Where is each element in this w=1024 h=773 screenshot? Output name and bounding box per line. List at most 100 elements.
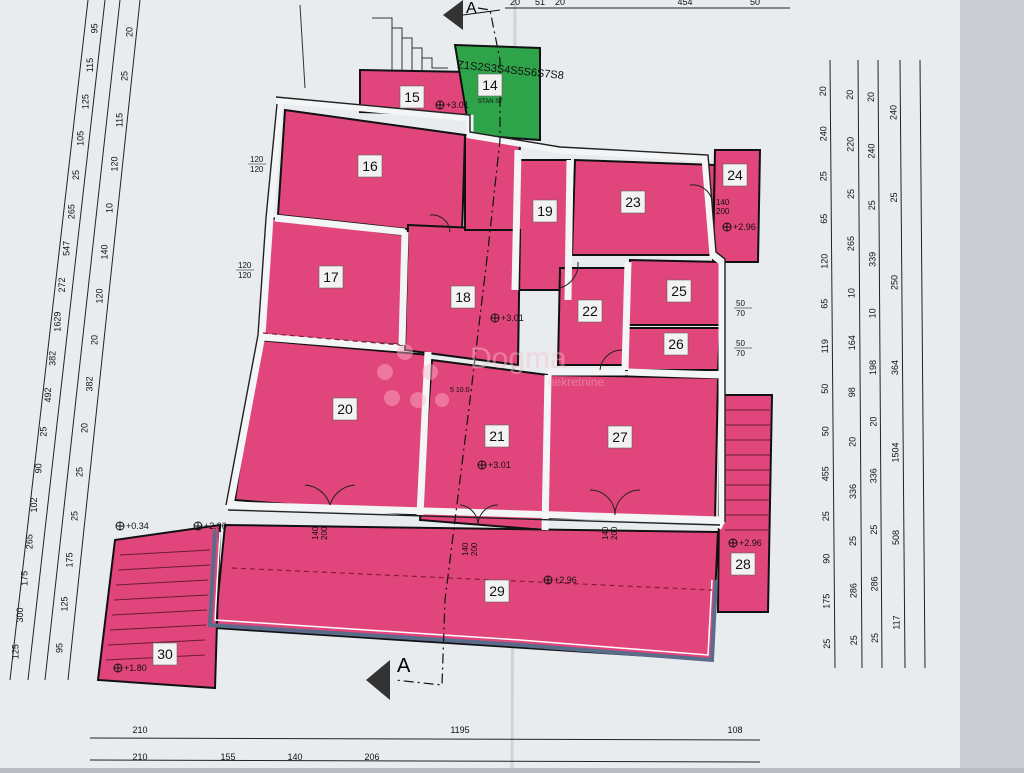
wall-19 [511,149,522,291]
room-label-17: 17 [318,265,344,289]
dimension-bottom-top: 108 [727,725,742,735]
door-height: 200 [610,526,619,540]
room-number: 25 [671,283,687,299]
dimension-top: 20 [555,0,565,7]
wall-mid [398,231,409,346]
dimension-right-a: 65 [819,214,829,224]
dimension-left-inner: 125 [60,596,70,611]
dimension-right-d: 364 [890,360,900,375]
wall-edge-outer [275,96,726,522]
dimension-right-b: 10 [847,288,857,298]
wall-26-27 [627,368,721,379]
dimension-left-outer: 90 [34,463,44,473]
window-width: 50 [736,339,745,348]
room-label-30: 30 [152,642,178,666]
window-height: 70 [736,349,745,358]
section-marker-top: A [443,0,501,30]
room-label-14: 14 [477,73,503,97]
dimension-right-a: 25 [822,639,832,649]
room-number: 21 [489,428,505,444]
dimension-right-c: 339 [867,252,877,267]
dimension-top: 454 [677,0,692,7]
room-label-19: 19 [532,199,558,223]
dimension-top: 20 [510,0,520,7]
section-marker-bottom: A [366,655,411,700]
wall-west [225,99,721,524]
dimension-right-b: 20 [848,437,858,447]
wall-edge-29 [227,509,721,526]
door-height: 200 [716,207,730,216]
dimension-right-b: 286 [849,583,859,598]
dimension-left-outer: 125 [10,644,20,659]
room-fill-21 [418,358,550,532]
dimension-right-c: 25 [870,633,880,643]
door-height: 200 [470,542,479,556]
dimension-left-outer: 105 [76,131,86,146]
room-number: 18 [455,289,471,305]
room-number: 19 [537,203,553,219]
paper-shadow-right [960,0,1024,768]
elevation-marker: +0.34 [115,521,149,531]
dimension-left-inner: 175 [65,552,75,567]
dimension-left-outer: 115 [85,58,95,72]
dimension-right-d: 250 [889,275,899,290]
room-number: 20 [337,401,353,417]
room-label-23: 23 [620,190,646,214]
wall-18-21 [416,351,432,516]
room-label-15: 15 [399,85,425,109]
dimension-left-outer: 265 [66,204,76,219]
dimension-right-b: 98 [847,387,857,397]
dimension-left-inner: 120 [95,288,105,303]
wall-23 [564,159,574,301]
room-label-26: 26 [663,332,689,356]
wall-21-27 [541,374,552,531]
window-width: 120 [238,261,252,270]
green-zone-sub: STAN S7 [478,99,503,105]
dimension-right-a: 65 [820,299,830,309]
section-line [394,7,501,686]
dimension-right-b: 265 [846,236,856,251]
dimension-right-d: 508 [891,530,901,545]
dimension-right-c: 286 [869,576,879,591]
room-label-20: 20 [332,397,358,421]
elevation-value: +2.96 [733,222,756,232]
wall-edge-west [225,103,278,506]
dimension-bottom-bottom: 155 [220,752,235,762]
wall-17-20 [261,333,401,352]
dimension-right-b: 220 [846,137,856,152]
dimension-bottom-bottom: 140 [287,752,302,762]
elevation-value: +2.96 [204,521,227,531]
section-label-bottom: A [397,655,411,677]
dimension-left-outer: 175 [20,571,30,586]
dimension-left-inner: 115 [115,113,125,127]
room-number: 28 [735,556,751,572]
stairs-top [299,4,448,89]
dimension-right-c: 20 [866,92,876,102]
window-height: 70 [736,309,745,318]
room-label-27: 27 [607,425,633,449]
dimension-left-inner: 20 [80,423,90,433]
elevation-value: +1.80 [124,663,147,673]
wall-edges [225,96,726,526]
door-width: 140 [461,542,470,556]
room-number: 30 [157,646,173,662]
dashed-lines [231,332,713,591]
dimension-right-b: 25 [849,635,859,645]
dimension-bottom-bottom: 210 [132,752,147,762]
dimension-right-c: 10 [868,308,878,318]
watermark: Dogma nekretnine [377,342,604,408]
dimension-right-a: 240 [818,126,828,141]
dimension-left-outer: 25 [38,427,48,437]
dimension-right-b: 25 [846,189,856,199]
elevation-markers: +3.01+3.01+2.96+2.96+2.96+2.96+0.34+1.80… [113,100,762,673]
dimension-right-a: 119 [820,339,830,353]
dimension-right-c: 198 [868,360,878,375]
